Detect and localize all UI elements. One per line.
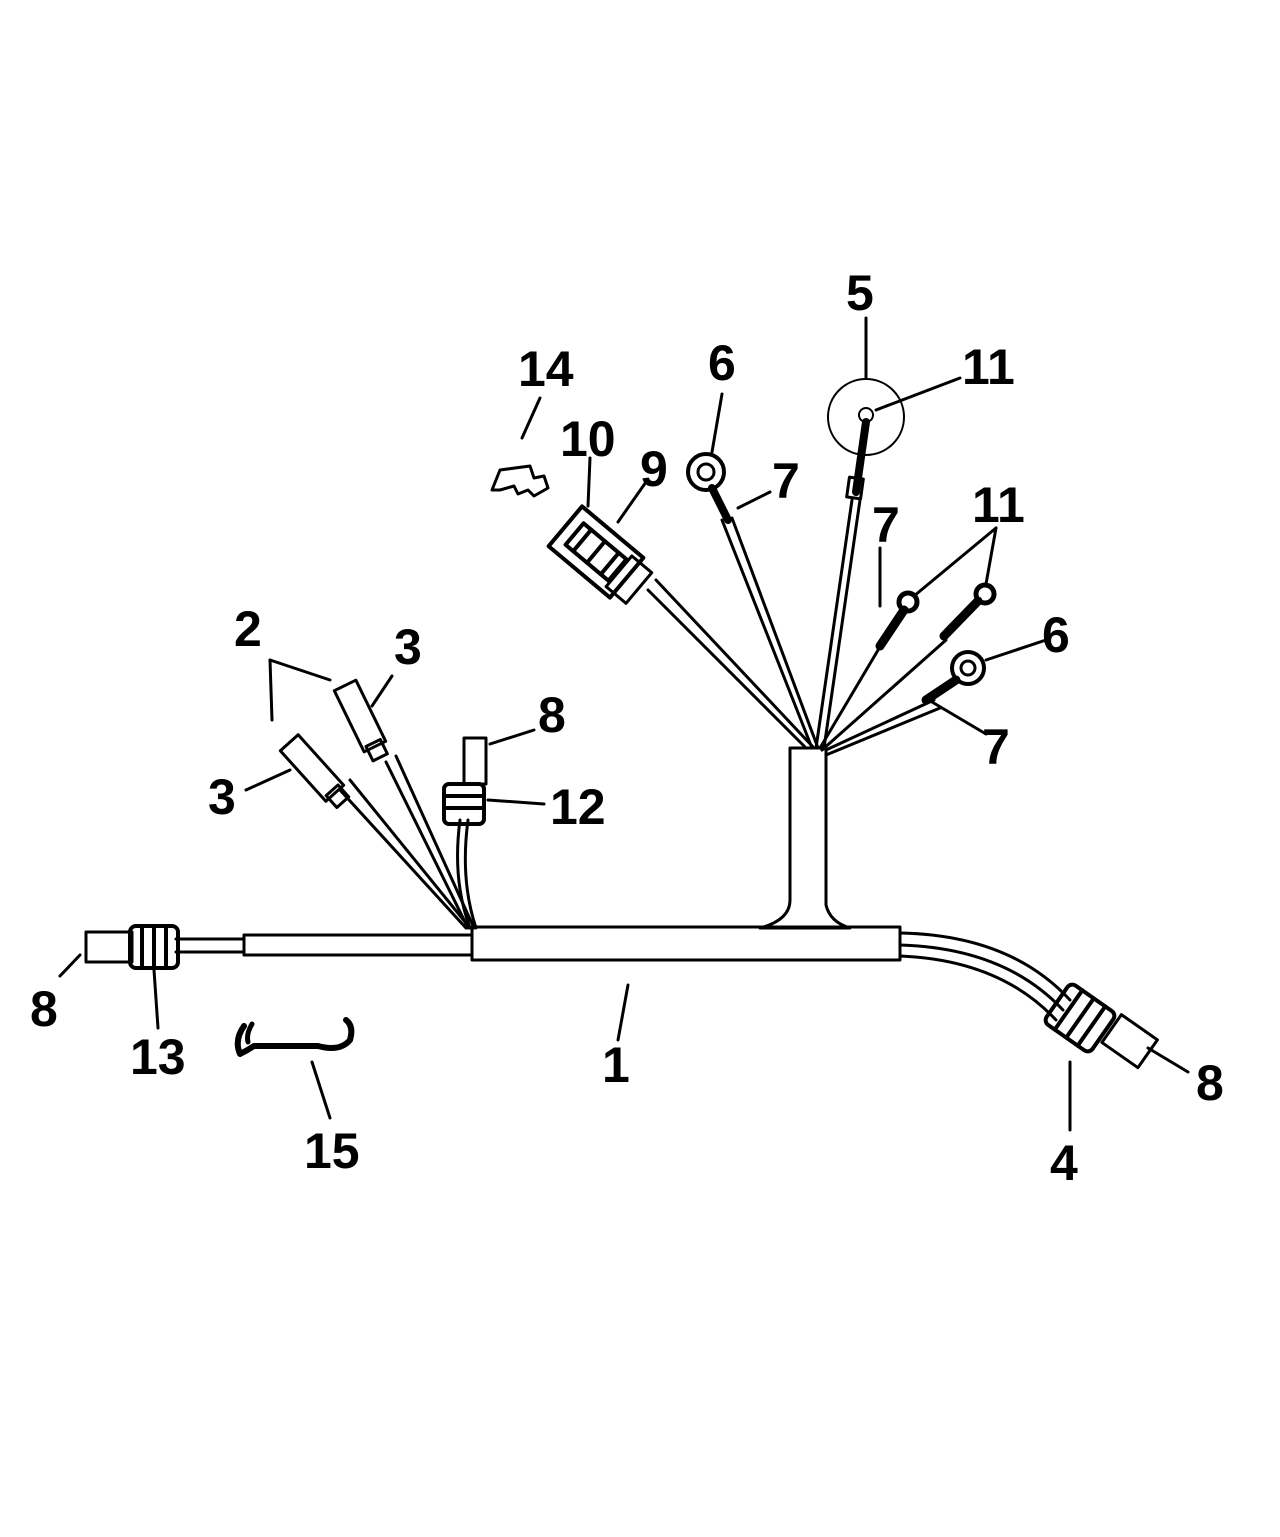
callout-8-right-end: 8: [1196, 1055, 1224, 1111]
callout-6-right: 6: [1042, 607, 1070, 663]
callout-labels: 1 2 3 3 4 5 6 6 7 7 7 8 8 8 9 10 11 11 1…: [30, 265, 1224, 1191]
callout-3-upper: 3: [394, 619, 422, 675]
callout-2: 2: [234, 601, 262, 657]
retainer-clip-part: [490, 464, 550, 498]
main-harness-trunk: [242, 746, 902, 962]
callout-11-top: 11: [962, 339, 1015, 395]
tie-strap-part: [234, 1017, 355, 1057]
right-end-cable: [898, 931, 1159, 1070]
callout-6-top: 6: [708, 335, 736, 391]
left-branch-wires: [278, 678, 488, 930]
callout-8-left-end: 8: [30, 981, 58, 1037]
callout-12: 12: [550, 779, 606, 835]
callout-3-lower: 3: [208, 769, 236, 825]
callout-13: 13: [130, 1029, 186, 1085]
callout-14: 14: [518, 341, 574, 397]
upper-branch-wires: [546, 378, 997, 757]
callout-7-bottom: 7: [982, 719, 1010, 775]
callout-9: 9: [640, 441, 668, 497]
callout-7-top: 7: [772, 453, 800, 509]
callout-10: 10: [560, 411, 616, 467]
callout-7-middle: 7: [872, 497, 900, 553]
callout-4: 4: [1050, 1135, 1078, 1191]
callout-5: 5: [846, 265, 874, 321]
callout-15: 15: [304, 1123, 360, 1179]
callout-1: 1: [602, 1037, 630, 1093]
leader-lines: [58, 316, 1190, 1132]
callout-8-left-branch: 8: [538, 687, 566, 743]
callout-11-right: 11: [972, 477, 1025, 533]
left-end-connector: [84, 924, 246, 970]
